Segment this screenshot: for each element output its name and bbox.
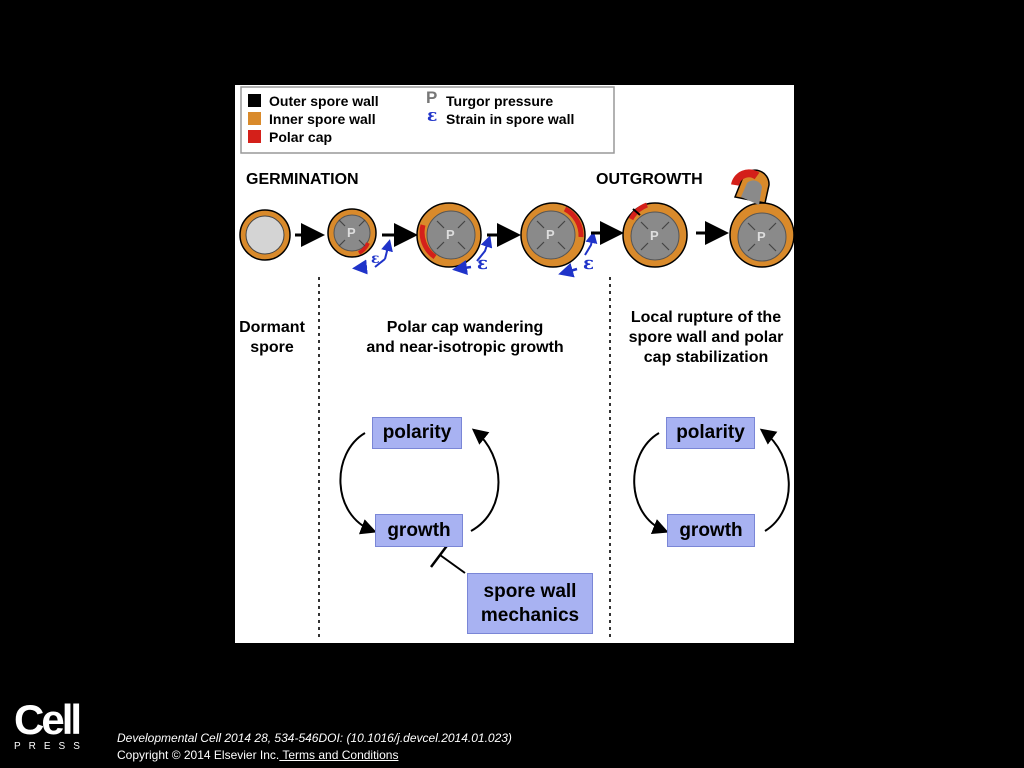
cycle-arrow-right-up (759, 428, 790, 532)
cell-4-p-label: P (546, 227, 555, 242)
cell-2-p-label: P (347, 225, 356, 240)
legend-box (240, 86, 615, 154)
box-spore-wall-mechanics: spore wall mechanics (467, 573, 593, 634)
cycle-arrow-right-down (633, 432, 669, 534)
cell-dormant (239, 209, 291, 261)
strain-arrow-3b (452, 260, 472, 276)
cell-4 (520, 202, 586, 268)
legend-cap-label: Polar cap (269, 129, 333, 145)
caption-dormant: Dormant spore (239, 319, 305, 356)
inhibition-line (439, 554, 466, 574)
box-polarity-right: polarity (666, 417, 755, 449)
cell-press-logo: Cell PRESS (14, 696, 88, 753)
legend-swatch-outer (248, 94, 261, 107)
legend-inner-label: Inner spore wall (269, 111, 376, 127)
cell-5 (622, 202, 688, 268)
cell-6 (729, 169, 794, 268)
copyright-text: Copyright © 2014 Elsevier Inc. (117, 748, 280, 762)
cell-6-p-label: P (757, 229, 766, 244)
phase-germination: GERMINATION (246, 171, 359, 188)
caption-wandering: Polar cap wandering and near-isotropic g… (366, 319, 564, 356)
citation-text: Developmental Cell 2014 28, 534-546DOI: … (117, 731, 512, 745)
strain-arrow-4 (584, 231, 598, 256)
cycle-arrow-left-up (470, 428, 500, 532)
inhibition-bar (430, 542, 450, 568)
strain-arrow-4b (558, 263, 578, 278)
figure-panel: Outer spore wall Inner spore wall Polar … (235, 85, 794, 643)
cell-2 (327, 208, 377, 258)
phase-outgrowth: OUTGROWTH (596, 171, 703, 188)
strain-arrow-2 (374, 243, 389, 268)
legend-eps-symbol: ε (427, 106, 438, 126)
strain-arrow-3 (476, 235, 493, 262)
box-polarity-left: polarity (372, 417, 462, 449)
legend-outer-label: Outer spore wall (269, 93, 379, 109)
diagram-graphics (239, 86, 794, 641)
strain-arrow-2b (352, 259, 368, 275)
legend-p-symbol: P (426, 88, 438, 107)
cell-4-eps-label: ε (583, 253, 594, 274)
box-growth-right: growth (667, 514, 755, 547)
terms-link[interactable]: Terms and Conditions (279, 748, 399, 762)
legend-swatch-inner (248, 112, 261, 125)
cell-3-p-label: P (446, 227, 455, 242)
cell-3-eps-label: ε (477, 253, 488, 274)
legend-strain-label: Strain in spore wall (446, 111, 575, 127)
cycle-arrow-left-down (339, 432, 377, 535)
caption-rupture: Local rupture of the spore wall and pola… (628, 309, 784, 366)
box-growth-left: growth (375, 514, 463, 547)
legend-swatch-cap (248, 130, 261, 143)
legend-turgor-label: Turgor pressure (446, 93, 554, 109)
cell-5-p-label: P (650, 228, 659, 243)
copyright-line: Copyright © 2014 Elsevier Inc. Terms and… (117, 748, 398, 762)
cell-2-eps-label: ε (371, 251, 380, 267)
cell-3 (416, 202, 482, 268)
